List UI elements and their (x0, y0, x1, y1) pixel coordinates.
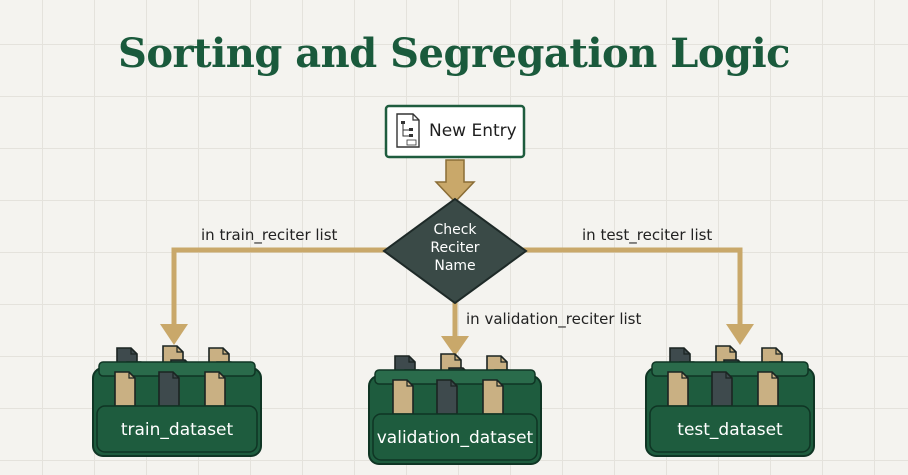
file-icon (436, 379, 458, 415)
file-icon (158, 371, 180, 407)
file-icon (757, 371, 779, 407)
bin-front-panel (96, 405, 258, 453)
document-tree-icon (396, 113, 420, 148)
bins-group (92, 345, 815, 465)
file-icon (392, 379, 414, 415)
file-icon (711, 371, 733, 407)
right-arrow-head (726, 324, 754, 345)
left-arrow-head (160, 324, 188, 345)
right-branch-line (523, 247, 743, 326)
decision-line-1: Check (433, 222, 477, 238)
bin-front-panel (649, 405, 811, 453)
file-icon (667, 371, 689, 407)
file-icon (204, 371, 226, 407)
left-branch-line (171, 247, 387, 326)
start-node-label: New Entry (429, 121, 517, 141)
middle-arrow-head (441, 336, 469, 356)
decision-line-3: Name (434, 258, 476, 274)
start-node-box (384, 104, 526, 159)
start-down-arrow (434, 159, 476, 204)
test-dataset-bin (645, 345, 815, 457)
bin-front-panel (372, 413, 538, 461)
diagram-title: Sorting and Segregation Logic (117, 30, 791, 77)
train-dataset-label: train_dataset (120, 420, 234, 440)
validation-dataset-bin (368, 353, 542, 465)
middle-branch-label: in validation_reciter list (466, 310, 642, 328)
left-branch-label: in train_reciter list (201, 226, 338, 244)
validation-dataset-label: validation_dataset (376, 428, 534, 448)
decision-line-2: Reciter (430, 240, 480, 256)
train-dataset-bin (92, 345, 262, 457)
test-dataset-label: test_dataset (677, 420, 783, 440)
decision-label: Check Reciter Name (405, 221, 505, 275)
decision-diamond (382, 197, 528, 305)
file-icon (482, 379, 504, 415)
file-icon (114, 371, 136, 407)
right-branch-label: in test_reciter list (582, 226, 713, 244)
